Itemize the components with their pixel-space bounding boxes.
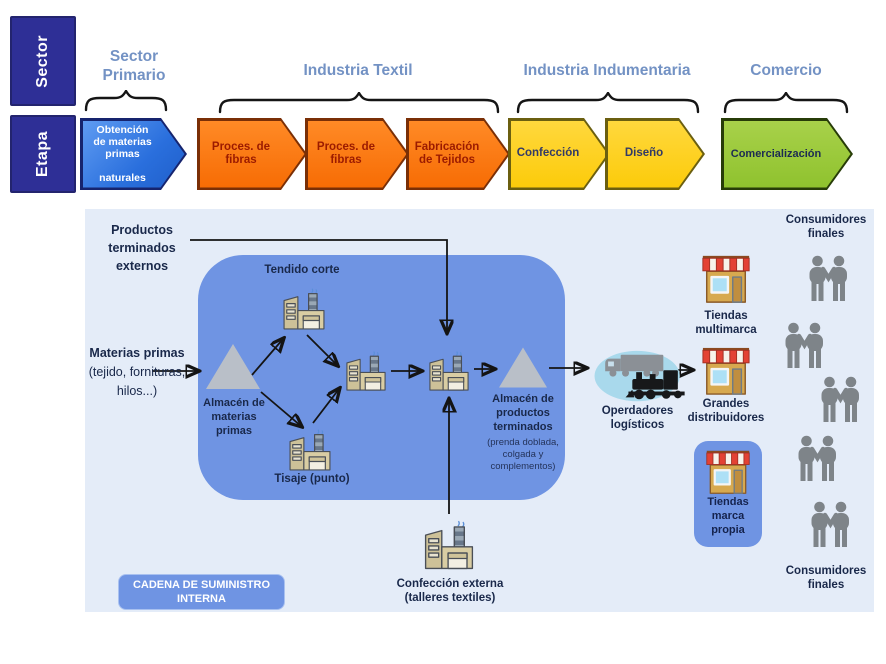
- group-sector-primario: Sector Primario: [102, 48, 166, 84]
- group-industria-textil: Industria Textil: [303, 62, 413, 79]
- productos-terminados-externos-label: Productos terminados externos: [108, 223, 176, 274]
- cadena-suministro-interna-badge: CADENA DE SUMINISTRO INTERNA: [118, 574, 285, 610]
- stage-arrow-fill: [200, 121, 305, 188]
- warehouse-triangle-icon: [499, 347, 547, 388]
- brace-sector-primario: [84, 90, 168, 112]
- stage-arrow-fill: [83, 121, 185, 188]
- consumers-couple-icon: [808, 501, 854, 553]
- almacen-productos-terminados-note: (prenda doblada, colgada y complementos): [487, 437, 559, 472]
- tisaje-punto-label: Tisaje (punto): [274, 473, 350, 485]
- sector-row-label: Sector: [10, 16, 76, 106]
- consumers-couple-icon: [806, 255, 852, 307]
- brace-comercio: [723, 92, 849, 114]
- stage-obtencion-materias-primas: Obtención de materias primas naturales: [80, 118, 187, 190]
- stage-proces-fibras-2: Proces. de fibras: [305, 118, 409, 190]
- stage-fabricacion-tejidos: Fabricación de Tejidos: [406, 118, 510, 190]
- confeccion-externa-label: Confección externa (talleres textiles): [396, 578, 504, 605]
- stage-arrow-fill: [308, 121, 407, 188]
- stage-proces-fibras-1: Proces. de fibras: [197, 118, 307, 190]
- tiendas-marca-propia-label: Tiendas marca propia: [707, 496, 749, 536]
- stage-label: Comercialización: [730, 147, 822, 160]
- consumidores-finales-top-label: Consumidores finales: [785, 214, 867, 241]
- truck-train-logistics-icon: [594, 350, 685, 402]
- store-icon: [705, 449, 751, 495]
- etapa-row-label: Etapa: [10, 115, 76, 193]
- stage-arrow-fill: [511, 121, 608, 188]
- stage-arrow-fill: [724, 121, 851, 188]
- stage-arrow-fill: [409, 121, 508, 188]
- store-icon: [701, 346, 751, 396]
- stage-diseno: Diseño: [605, 118, 705, 190]
- factory-icon: [283, 288, 325, 330]
- tiendas-multimarca-label: Tiendas multimarca: [695, 310, 757, 337]
- stage-label: Proces. de fibras: [316, 140, 376, 166]
- brace-industria-indumentaria: [516, 92, 700, 114]
- stage-label: Fabricación de Tejidos: [414, 140, 480, 166]
- operadores-logisticos-label: Operdadores logísticos: [601, 405, 674, 432]
- etapa-row-text: Etapa: [34, 130, 51, 178]
- materias-primas-detail: (tejido, fornituras, hilos...): [88, 364, 186, 398]
- sector-row-text: Sector: [34, 34, 51, 88]
- consumidores-finales-bottom-label: Consumidores finales: [785, 565, 867, 592]
- group-comercio: Comercio: [750, 62, 822, 79]
- grandes-distribuidores-label: Grandes distribuidores: [687, 398, 765, 425]
- consumers-couple-icon: [795, 435, 841, 487]
- stage-label: Confección: [516, 147, 580, 160]
- factory-icon: [346, 351, 386, 391]
- tendido-corte-label: Tendido corte: [264, 264, 340, 276]
- stage-comercializacion: Comercialización: [721, 118, 853, 190]
- factory-icon: [429, 351, 469, 391]
- factory-icon: [289, 429, 331, 471]
- warehouse-triangle-icon: [206, 344, 260, 389]
- consumers-couple-icon: [818, 376, 864, 428]
- consumers-couple-icon: [782, 322, 828, 374]
- factory-icon: [424, 520, 474, 570]
- materias-primas-bold: Materias primas: [89, 346, 185, 360]
- brace-industria-textil: [218, 92, 500, 114]
- stage-label: Obtención de materias primas naturales: [93, 123, 152, 185]
- stage-confeccion: Confección: [508, 118, 610, 190]
- stage-label: Proces. de fibras: [211, 140, 271, 166]
- store-icon: [701, 254, 751, 304]
- almacen-productos-terminados-label: Almacén de productos terminados: [492, 393, 554, 433]
- almacen-materias-primas-label: Almacén de materias primas: [203, 397, 265, 437]
- group-industria-indumentaria: Industria Indumentaria: [523, 62, 691, 79]
- materias-primas-label: Materias primas (tejido, fornituras, hil…: [84, 344, 190, 400]
- stage-label: Diseño: [624, 147, 664, 160]
